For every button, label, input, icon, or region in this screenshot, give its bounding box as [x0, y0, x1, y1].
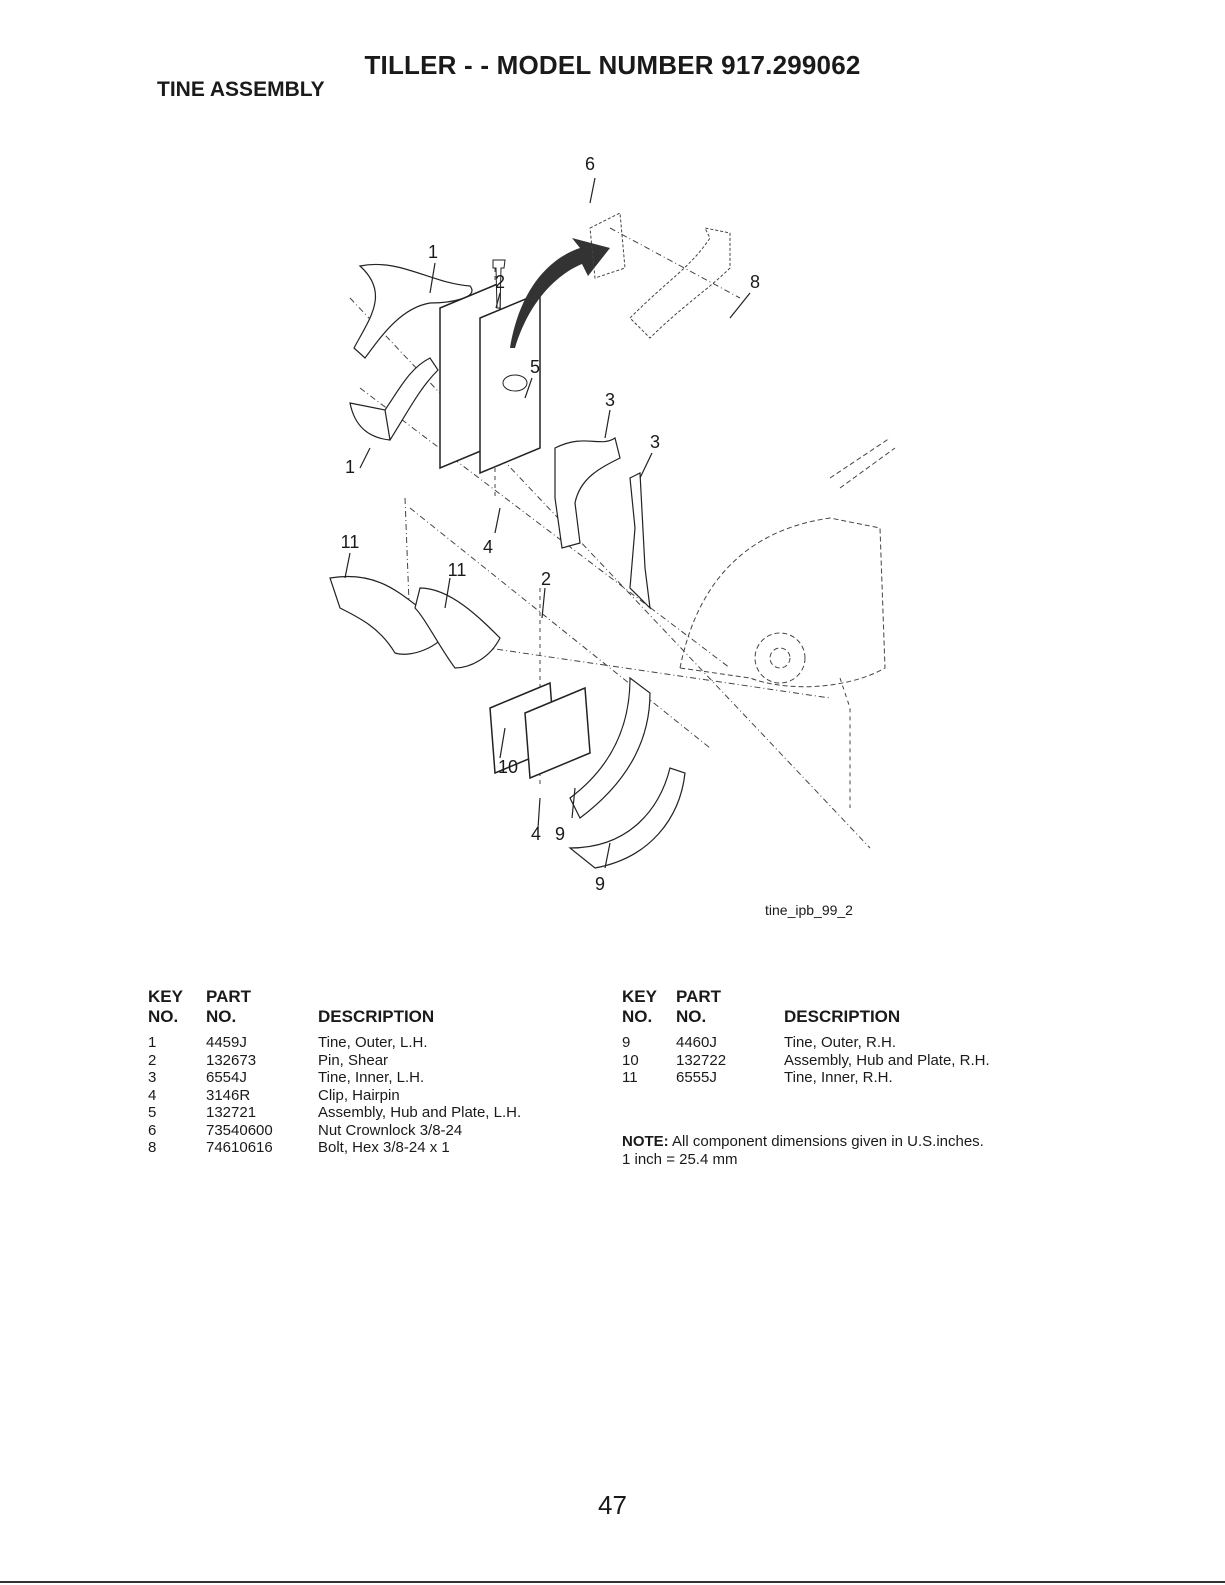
header-part: PART	[206, 987, 252, 1006]
key-number: 2	[148, 1051, 157, 1069]
parts-row: 10 132722 Assembly, Hub and Plate, R.H.	[622, 1052, 1052, 1070]
note-conversion: 1 inch = 25.4 mm	[622, 1151, 738, 1168]
section-subtitle: TINE ASSEMBLY	[157, 78, 325, 101]
parts-row: 5 132721 Assembly, Hub and Plate, L.H.	[148, 1104, 588, 1122]
part-description: Assembly, Hub and Plate, R.H.	[784, 1051, 990, 1069]
header-no-1: NO.	[622, 1007, 653, 1026]
key-number: 1	[148, 1034, 157, 1052]
part-description: Nut Crownlock 3/8-24	[318, 1121, 463, 1139]
pin-shape	[492, 259, 506, 309]
parts-table-header-row-2: NO. NO. DESCRIPTION	[622, 1008, 1052, 1032]
parts-table-header-row-1: KEY PART	[622, 988, 1052, 1008]
part-number: 73540600	[206, 1121, 273, 1139]
header-part: PART	[676, 987, 722, 1006]
header-key: KEY	[148, 987, 183, 1006]
page-number: 47	[598, 1490, 627, 1520]
parts-row: 2 132673 Pin, Shear	[148, 1052, 588, 1070]
part-description: Assembly, Hub and Plate, L.H.	[318, 1104, 522, 1122]
callout-label: 2	[541, 569, 551, 589]
callout-label: 4	[483, 537, 493, 557]
part-description: Pin, Shear	[318, 1051, 389, 1069]
callout-label: 9	[555, 824, 565, 844]
parts-row: 8 74610616 Bolt, Hex 3/8-24 x 1	[148, 1139, 588, 1157]
callout-label: 11	[448, 560, 467, 580]
bottom-rule	[0, 1581, 1225, 1583]
part-number: 3146R	[206, 1086, 251, 1104]
callout-label: 10	[498, 757, 518, 777]
parts-table-header-row-1: KEY PART	[148, 988, 588, 1008]
key-number: 5	[148, 1104, 157, 1122]
part-number: 132722	[676, 1051, 727, 1069]
header-description: DESCRIPTION	[318, 1007, 435, 1026]
callout-label: 3	[605, 390, 615, 410]
parts-row: 6 73540600 Nut Crownlock 3/8-24	[148, 1122, 588, 1140]
part-number: 74610616	[206, 1139, 273, 1157]
header-description: DESCRIPTION	[784, 1007, 901, 1026]
parts-row: 4 3146R Clip, Hairpin	[148, 1087, 588, 1105]
key-number: 9	[622, 1034, 631, 1052]
part-description: Clip, Hairpin	[318, 1086, 400, 1104]
figure-id-label: tine_ipb_99_2	[765, 902, 853, 918]
callout-label: 1	[345, 457, 355, 477]
outer-tine-lh-mid-shape	[349, 357, 439, 441]
parts-row: 9 4460J Tine, Outer, R.H.	[622, 1034, 1052, 1052]
part-description: Tine, Inner, R.H.	[784, 1069, 893, 1087]
parts-row: 3 6554J Tine, Inner, L.H.	[148, 1069, 588, 1087]
header-no-1: NO.	[148, 1007, 179, 1026]
callout-label: 11	[341, 532, 360, 552]
part-description: Bolt, Hex 3/8-24 x 1	[318, 1139, 450, 1157]
part-number: 132721	[206, 1104, 257, 1122]
callout-label: 4	[531, 824, 541, 844]
part-description: Tine, Inner, L.H.	[318, 1069, 425, 1087]
key-number: 4	[148, 1086, 157, 1104]
callout-label: 2	[495, 272, 505, 292]
key-number: 6	[148, 1121, 157, 1139]
parts-table-right: KEY PART NO. NO. DESCRIPTION 9 4460J Tine,…	[622, 988, 1052, 1087]
key-number: 3	[148, 1069, 157, 1087]
callout-label: 9	[595, 874, 605, 894]
tine-top-right-shape	[589, 212, 626, 279]
callout-label: 6	[585, 154, 595, 174]
callout-label: 5	[530, 357, 540, 377]
part-number: 6555J	[676, 1069, 717, 1087]
inner-tine-lh-2-shape	[629, 472, 651, 610]
arrow-shape	[510, 238, 610, 348]
callout-label: 3	[650, 432, 660, 452]
header-key: KEY	[622, 987, 657, 1006]
part-description: Tine, Outer, R.H.	[784, 1034, 896, 1052]
parts-table-left: KEY PART NO. NO. DESCRIPTION 1 4459J Tine,…	[148, 988, 588, 1157]
part-number: 132673	[206, 1051, 257, 1069]
parts-row: 1 4459J Tine, Outer, L.H.	[148, 1034, 588, 1052]
part-number: 6554J	[206, 1069, 247, 1087]
callout-label: 1	[428, 242, 438, 262]
header-no-2: NO.	[676, 1007, 707, 1026]
part-number: 4460J	[676, 1034, 717, 1052]
note-block: NOTE: All component dimensions given in …	[622, 1133, 984, 1169]
key-number: 10	[622, 1051, 639, 1069]
note-text: All component dimensions given in U.S.in…	[668, 1133, 984, 1150]
header-no-2: NO.	[206, 1007, 237, 1026]
key-number: 11	[622, 1069, 638, 1087]
callout-label: 8	[750, 272, 760, 292]
callout-leaders	[344, 177, 751, 869]
inner-tine-lh-shape	[554, 437, 621, 549]
parts-row: 11 6555J Tine, Inner, R.H.	[622, 1069, 1052, 1087]
key-number: 8	[148, 1139, 157, 1157]
parts-table-header-row-2: NO. NO. DESCRIPTION	[148, 1008, 588, 1032]
page-title: TILLER - - MODEL NUMBER 917.299062	[364, 50, 861, 80]
note-label: NOTE:	[622, 1133, 669, 1150]
part-number: 4459J	[206, 1034, 247, 1052]
part-description: Tine, Outer, L.H.	[318, 1034, 428, 1052]
